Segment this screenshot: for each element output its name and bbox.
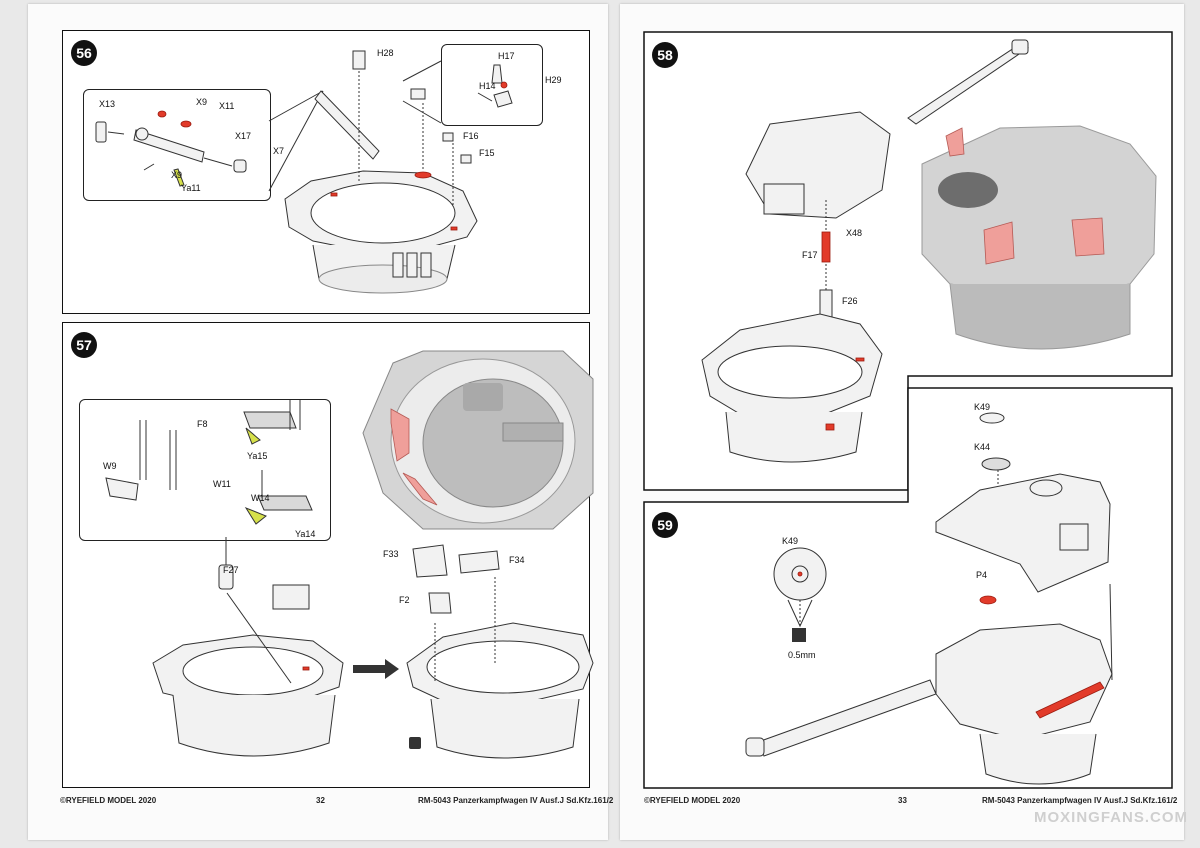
part-label-X48: X48 (846, 228, 863, 238)
part-label-X17: X17 (235, 131, 252, 141)
part-label-K49-top: K49 (974, 402, 991, 412)
part-label-W11: W11 (213, 479, 231, 489)
sight-subassembly-drawing (477, 64, 513, 108)
part-label-H17: H17 (498, 51, 515, 61)
step-57-turret-drawings (152, 350, 594, 759)
page-32: 56 (28, 4, 613, 840)
part-label-X11: X11 (219, 101, 235, 111)
breech-subassembly-drawing (95, 110, 247, 187)
step-56-panel: 56 (62, 30, 590, 314)
part-label-F17: F17 (802, 250, 818, 260)
part-label-Ya15: Ya15 (247, 451, 268, 461)
step-59-drawings (745, 412, 1113, 785)
left-footer-page-number: 32 (316, 796, 325, 805)
part-label-F34: F34 (509, 555, 525, 565)
drill-size-label: 0.5mm (788, 650, 816, 660)
step-56-sight-inset (441, 44, 543, 126)
part-label-Ya11: Ya11 (181, 183, 201, 193)
part-label-Ya14: Ya14 (295, 529, 316, 539)
part-label-X7: X7 (273, 146, 285, 156)
part-label-W9: W9 (103, 461, 117, 471)
left-footer-copyright: ©RYEFIELD MODEL 2020 (60, 796, 157, 805)
step-58-drawings (701, 39, 1157, 463)
part-label-P4: P4 (976, 570, 988, 580)
step-57-panel: 57 (62, 322, 594, 788)
part-label-H14: H14 (479, 81, 496, 91)
right-footer-kit-title: RM-5043 Panzerkampfwagen IV Ausf.J Sd.Kf… (982, 796, 1178, 805)
left-footer-kit-title: RM-5043 Panzerkampfwagen IV Ausf.J Sd.Kf… (418, 796, 614, 805)
part-label-K49-detail: K49 (782, 536, 799, 546)
step-number-58: 58 (652, 42, 678, 68)
part-label-X13: X13 (99, 99, 116, 109)
step-57-seat-inset (79, 399, 331, 541)
page-33: 58 X48 F17 F26 59 (620, 4, 1184, 840)
step-number-56: 56 (71, 40, 97, 66)
part-label-F15: F15 (479, 148, 495, 158)
part-label-F8: F8 (197, 419, 208, 429)
step-number-57: 57 (71, 332, 97, 358)
site-watermark: MOXINGFANS.COM (1033, 809, 1188, 826)
part-label-F33: F33 (383, 549, 399, 559)
right-footer-page-number: 33 (898, 796, 907, 805)
step-56-breech-inset (83, 89, 271, 201)
part-label-K44: K44 (974, 442, 991, 452)
right-footer-copyright: ©RYEFIELD MODEL 2020 (644, 796, 741, 805)
step-56-turret-drawing (268, 50, 478, 294)
part-label-W14: W14 (251, 493, 270, 503)
part-label-F2: F2 (399, 595, 410, 605)
part-label-F26: F26 (842, 296, 858, 306)
part-label-H28: H28 (377, 48, 394, 58)
part-label-X9-bottom: X9 (171, 170, 183, 180)
part-label-F27: F27 (223, 565, 239, 575)
seat-subassembly-drawing (105, 400, 313, 525)
part-label-X9-top: X9 (196, 97, 208, 107)
part-label-H29: H29 (545, 75, 562, 85)
step-number-59: 59 (652, 512, 678, 538)
part-label-F16: F16 (463, 131, 479, 141)
